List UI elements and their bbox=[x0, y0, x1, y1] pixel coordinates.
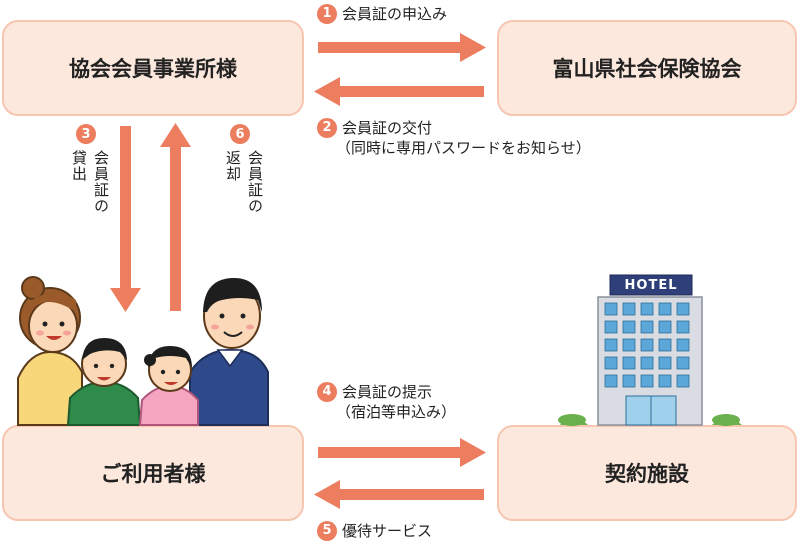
family-illustration bbox=[17, 276, 269, 426]
father-figure bbox=[189, 278, 269, 426]
step-service: 5 優待サービス bbox=[317, 521, 432, 541]
step-apply-text: 会員証の申込み bbox=[342, 5, 448, 23]
user-box: ご利用者様 bbox=[2, 425, 304, 521]
step-present-note: （宿泊等申込み） bbox=[336, 403, 457, 421]
arrow-service bbox=[314, 480, 484, 509]
step-number-3: 3 bbox=[76, 124, 96, 144]
boy-figure bbox=[66, 338, 142, 426]
step-issue: 2 会員証の交付 （同時に専用パスワードをお知らせ） bbox=[317, 118, 591, 158]
member-office-box: 協会会員事業所様 bbox=[2, 20, 304, 116]
association-label: 富山県社会保険協会 bbox=[552, 57, 742, 81]
step-number-2: 2 bbox=[317, 118, 337, 138]
step-issue-note: （同時に専用パスワードをお知らせ） bbox=[336, 139, 591, 157]
arrow-apply bbox=[318, 33, 486, 62]
arrow-return bbox=[160, 123, 191, 311]
step-number-6: 6 bbox=[230, 124, 250, 144]
hotel-illustration bbox=[558, 274, 742, 426]
step-apply: 1 会員証の申込み bbox=[317, 4, 447, 24]
facility-label: 契約施設 bbox=[605, 462, 689, 486]
step-return: 6 会員証の 返却 bbox=[184, 124, 264, 214]
step-lend-text-2: 貸出 bbox=[70, 150, 88, 182]
arrow-issue bbox=[314, 77, 484, 106]
member-office-label: 協会会員事業所様 bbox=[69, 57, 237, 81]
step-service-text: 優待サービス bbox=[342, 522, 433, 540]
arrow-present bbox=[318, 438, 486, 467]
hotel-windows bbox=[604, 302, 690, 388]
step-present-text: 会員証の提示 bbox=[342, 383, 433, 401]
step-number-5: 5 bbox=[317, 521, 337, 541]
step-return-text-2: 返却 bbox=[224, 150, 242, 182]
hotel-sign: HOTEL bbox=[610, 275, 692, 295]
step-number-4: 4 bbox=[317, 382, 337, 402]
girl-figure bbox=[138, 346, 199, 426]
step-number-1: 1 bbox=[317, 4, 337, 24]
step-present: 4 会員証の提示 （宿泊等申込み） bbox=[317, 382, 456, 422]
step-lend: 3 会員証の 貸出 bbox=[30, 124, 110, 214]
step-issue-text: 会員証の交付 bbox=[342, 119, 433, 137]
hotel-sign-text: HOTEL bbox=[624, 277, 678, 293]
mother-figure bbox=[17, 276, 83, 426]
step-lend-text-1: 会員証の bbox=[92, 150, 110, 214]
user-label: ご利用者様 bbox=[100, 462, 206, 486]
facility-box: 契約施設 bbox=[497, 425, 797, 521]
arrow-lend bbox=[110, 126, 141, 312]
step-return-text-1: 会員証の bbox=[246, 150, 264, 214]
association-box: 富山県社会保険協会 bbox=[497, 20, 797, 116]
